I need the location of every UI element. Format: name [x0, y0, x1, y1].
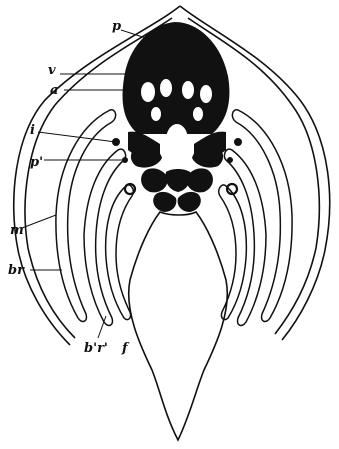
left-gill-arches — [56, 110, 133, 326]
label-p: p — [112, 19, 121, 34]
label-br-prime: b'r' — [84, 341, 108, 356]
label-m: m — [10, 223, 24, 238]
dorsal-dark-mass — [123, 22, 230, 161]
label-a: a — [50, 83, 58, 98]
label-i: i — [30, 123, 35, 138]
label-br: br — [8, 263, 25, 278]
tongue-f-outline — [129, 212, 228, 440]
label-v: v — [48, 63, 56, 78]
right-gill-arches — [219, 110, 292, 326]
label-f: f — [121, 341, 130, 356]
label-p-prime: p' — [30, 155, 43, 170]
